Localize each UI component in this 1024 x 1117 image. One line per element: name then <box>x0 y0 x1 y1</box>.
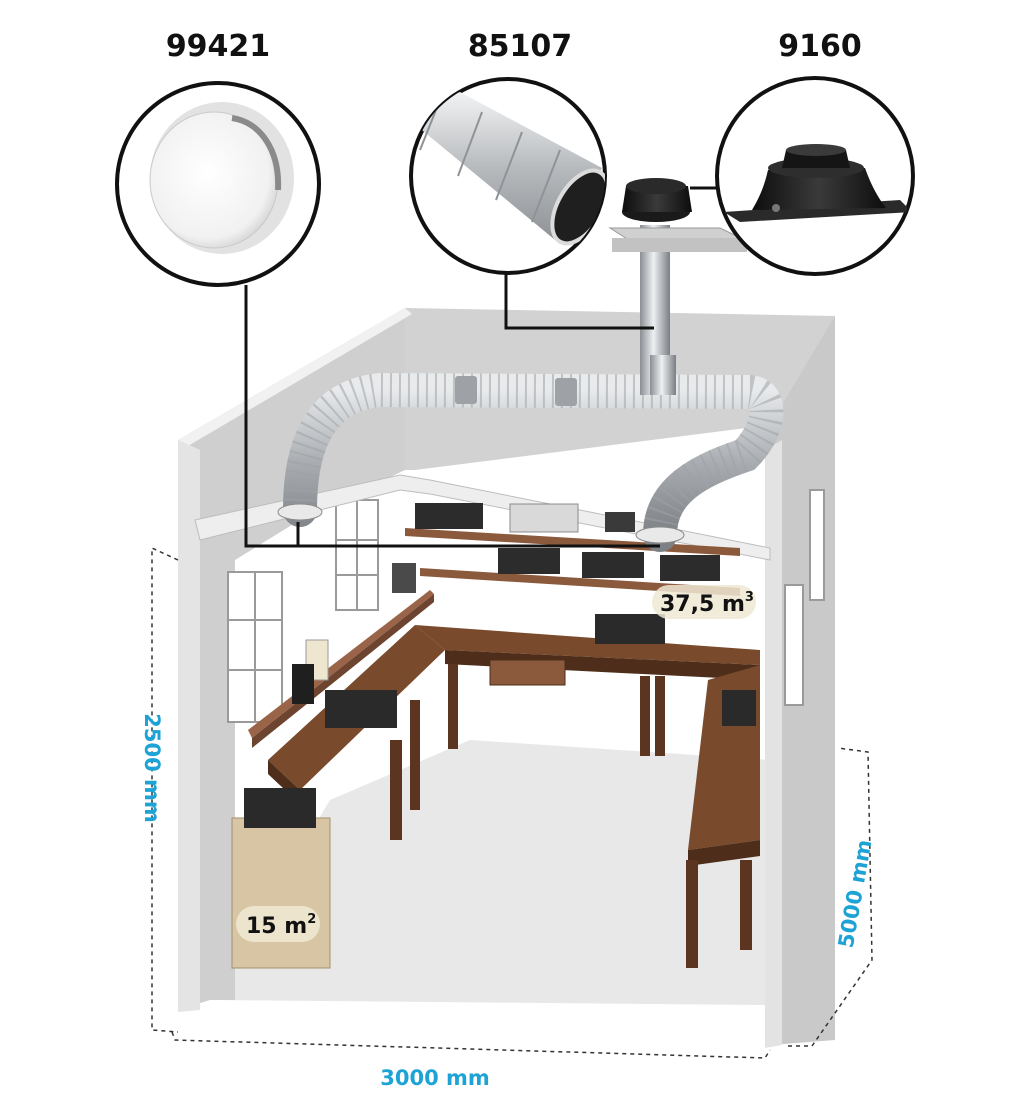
ceiling-beam <box>194 474 771 561</box>
dimension-width-label: 3000 mm <box>380 1066 490 1090</box>
leader-line-85107 <box>504 273 654 330</box>
left-wall-top <box>178 308 412 446</box>
product-code-9160: 9160 <box>778 29 862 64</box>
roof-fan-assembly <box>608 178 747 252</box>
floor <box>210 740 830 1005</box>
leader-line-99421 <box>244 285 660 548</box>
callout-9160 <box>715 76 915 276</box>
volume-tag: 37,5 m3 <box>652 585 756 619</box>
left-wall-windows <box>227 499 379 723</box>
callout-85107 <box>409 77 607 275</box>
dimension-lines <box>151 546 873 1059</box>
product-code-99421: 99421 <box>166 29 270 64</box>
callout-99421 <box>115 81 321 287</box>
right-wall-windows <box>784 489 825 706</box>
duct-system <box>277 225 784 552</box>
area-tag: 15 m2 <box>236 906 320 942</box>
area-value: 15 m2 <box>246 912 316 939</box>
leader-lines <box>244 186 718 548</box>
product-code-85107: 85107 <box>468 29 572 64</box>
workbenches <box>231 614 760 969</box>
left-wall-front-edge <box>178 440 200 1012</box>
volume-value: 37,5 m3 <box>660 590 754 617</box>
wall-shelves <box>248 503 740 748</box>
dimension-height-label: 2500 mm <box>140 713 164 823</box>
right-wall-front-edge <box>765 440 782 1048</box>
